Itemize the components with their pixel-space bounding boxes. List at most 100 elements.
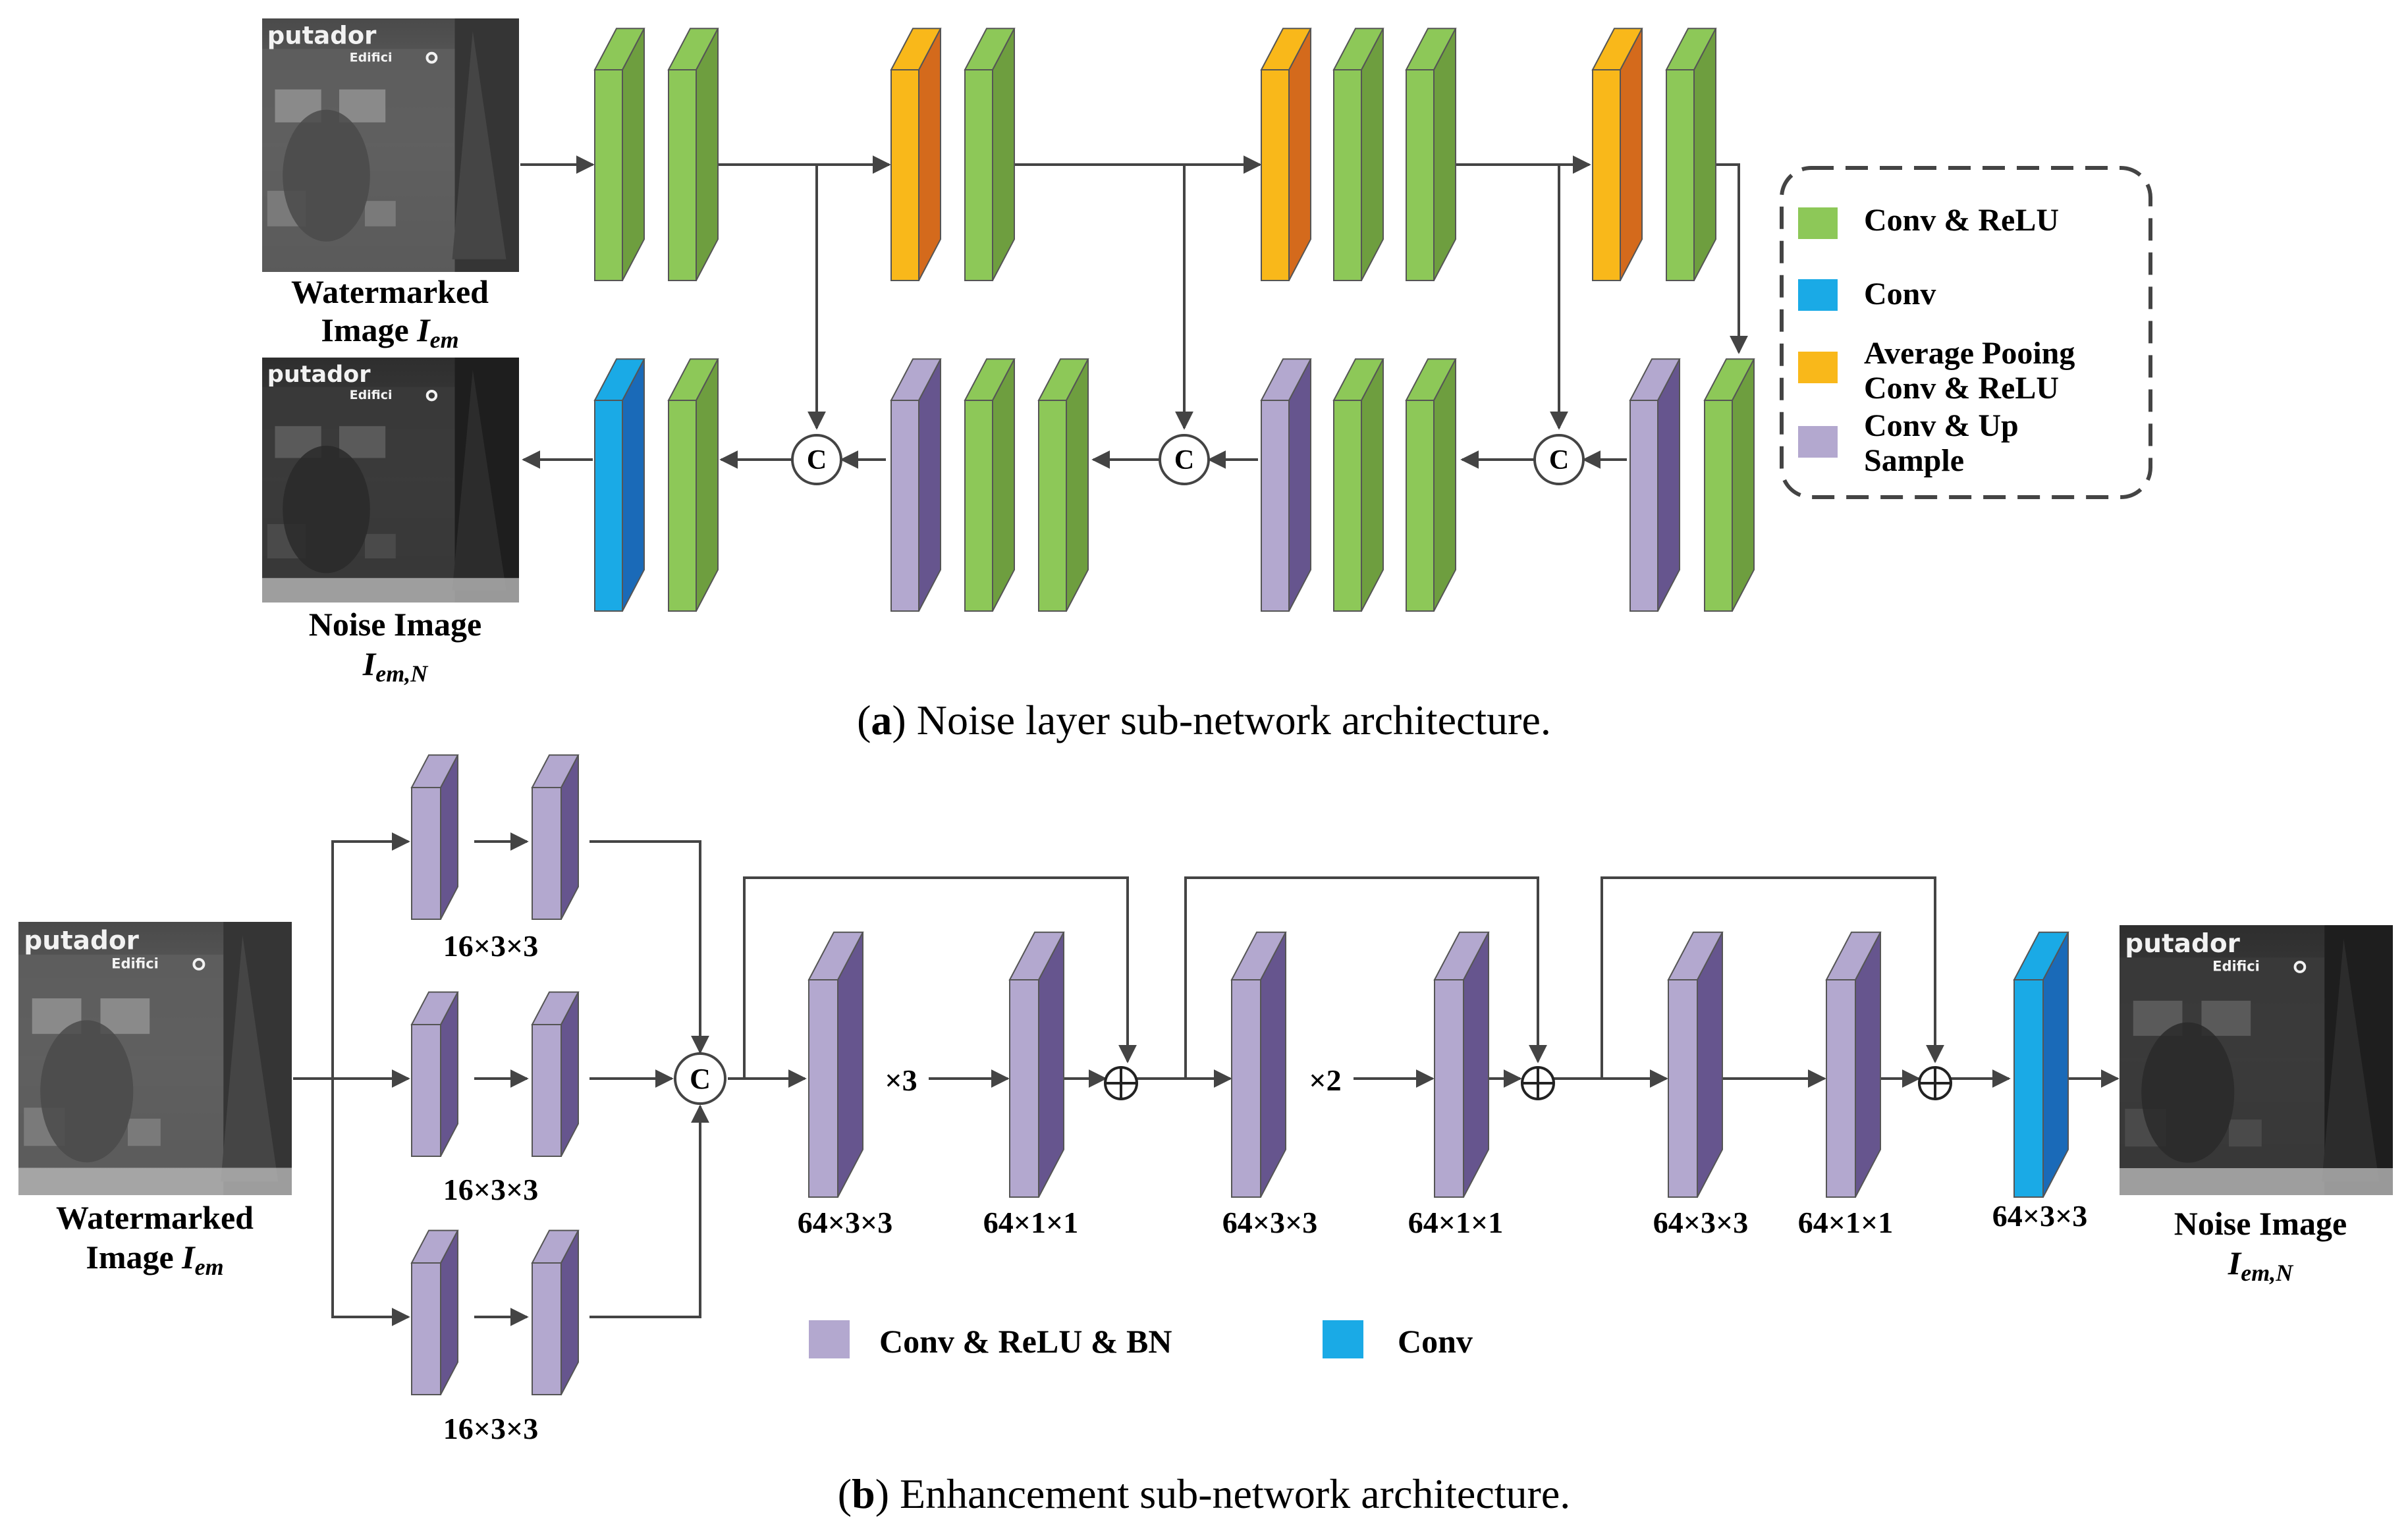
- add-node-crosses: [1105, 1067, 1951, 1099]
- conv-upsample-block: [1629, 358, 1681, 612]
- concat-label: C: [807, 445, 827, 475]
- conv-relu-block: [1332, 28, 1384, 281]
- conv-upsample-block: [1260, 358, 1312, 612]
- conv-relu-block: [1405, 358, 1457, 612]
- avgpool-conv-relu-block: [890, 28, 942, 281]
- dim-label: 64×1×1: [1798, 1206, 1893, 1239]
- concat-node: [1159, 434, 1210, 485]
- conv-relu-bn-block: [1230, 931, 1287, 1198]
- conv-relu-block: [1703, 358, 1755, 612]
- conv-block: [2013, 931, 2069, 1198]
- conv-relu-bn-block-small: [410, 754, 459, 920]
- svg-text:putador: putador: [2125, 929, 2240, 959]
- svg-text:Edifici: Edifici: [2212, 959, 2260, 975]
- legend-swatch-orange: [1798, 352, 1838, 383]
- avgpool-conv-relu-block: [1591, 28, 1643, 281]
- dimension-labels: 16×3×3 16×3×3 16×3×3 64×3×3 64×1×1 64×3×…: [443, 929, 2087, 1445]
- conv-relu-block: [1405, 28, 1457, 281]
- legend-avg-pool-2: Conv & ReLU: [1864, 371, 2059, 406]
- repeat-x3: ×3: [885, 1063, 917, 1097]
- conv-relu-block: [667, 358, 719, 612]
- conv-relu-block: [1665, 28, 1717, 281]
- conv-relu-bn-block: [1433, 931, 1490, 1198]
- legend-conv-up: Conv & Up: [1864, 408, 2019, 443]
- concat-node: [1533, 434, 1585, 485]
- dim-label: 16×3×3: [443, 1412, 538, 1445]
- concat-label: C: [1174, 445, 1194, 475]
- legend-swatch-green: [1798, 207, 1838, 239]
- conv-relu-block: [1037, 358, 1089, 612]
- noise-label: Noise Image: [2174, 1205, 2347, 1242]
- layer-blocks-a: [593, 28, 1755, 612]
- legend-a: Conv & ReLU Conv Average Pooing Conv & R…: [1780, 166, 2152, 499]
- concat-label: C: [1549, 445, 1569, 475]
- watermarked-label-2: Image Iem: [321, 311, 458, 353]
- conv-relu-bn-block-small: [531, 1229, 580, 1395]
- conv-relu-bn-block: [807, 931, 864, 1198]
- watermarked-label: Watermarked: [56, 1199, 254, 1236]
- conv-relu-bn-block-small: [410, 991, 459, 1157]
- dim-label: 16×3×3: [443, 1173, 538, 1206]
- layer-blocks-b: [410, 754, 2069, 1395]
- noise-label-2: Iem,N: [2228, 1245, 2294, 1286]
- watermarked-label: Watermarked: [291, 273, 489, 310]
- connectors-a: [520, 155, 1748, 469]
- legend-conv-up-2: Sample: [1864, 443, 1964, 478]
- concat-nodes-a: C C C: [791, 434, 1585, 485]
- conv-relu-bn-block-small: [531, 991, 580, 1157]
- conv-relu-block: [667, 28, 719, 281]
- concat-label: C: [690, 1063, 711, 1095]
- legend-swatch-blue: [1323, 1320, 1363, 1358]
- dim-label: 64×1×1: [1408, 1206, 1503, 1239]
- legend-conv: Conv: [1398, 1323, 1473, 1360]
- legend-swatch-purple: [1798, 426, 1838, 458]
- watermarked-label-2: Image Iem: [86, 1239, 223, 1280]
- conv-relu-bn-block-small: [531, 754, 580, 920]
- dim-label: 64×3×3: [1653, 1206, 1748, 1239]
- conv-relu-block: [593, 28, 645, 281]
- conv-block: [593, 358, 645, 612]
- repeat-x2: ×2: [1309, 1063, 1341, 1097]
- svg-text:Edifici: Edifici: [350, 388, 393, 402]
- legend-b: Conv & ReLU & BN Conv: [809, 1320, 1473, 1360]
- svg-text:Edifici: Edifici: [350, 50, 393, 65]
- dim-label: 64×1×1: [983, 1206, 1078, 1239]
- dim-label: 64×3×3: [798, 1206, 892, 1239]
- conv-relu-bn-block-small: [410, 1229, 459, 1395]
- concat-node: [674, 1052, 726, 1105]
- svg-text:putador: putador: [267, 362, 371, 388]
- legend-swatch-purple: [809, 1320, 850, 1358]
- legend-swatch-blue: [1798, 279, 1838, 311]
- conv-relu-block: [964, 28, 1016, 281]
- avgpool-conv-relu-block: [1260, 28, 1312, 281]
- conv-relu-block: [1332, 358, 1384, 612]
- conv-relu-bn-block: [1008, 931, 1065, 1198]
- caption-a: (a) Noise layer sub-network architecture…: [857, 697, 1551, 743]
- conv-relu-bn-block: [1667, 931, 1724, 1198]
- svg-text:putador: putador: [267, 22, 377, 50]
- conv-relu-block: [964, 358, 1016, 612]
- svg-text:putador: putador: [24, 926, 139, 956]
- legend-conv: Conv: [1864, 277, 1936, 311]
- concat-node: [791, 434, 842, 485]
- noise-label: Noise Image: [309, 606, 481, 643]
- noise-label-2: Iem,N: [362, 645, 429, 687]
- legend-conv-relu: Conv & ReLU: [1864, 203, 2059, 238]
- legend-conv-relu-bn: Conv & ReLU & BN: [879, 1323, 1172, 1360]
- caption-b: (b) Enhancement sub-network architecture…: [838, 1470, 1570, 1517]
- conv-relu-bn-block: [1825, 931, 1882, 1198]
- legend-box: [1780, 166, 2152, 499]
- dim-label: 64×3×3: [1992, 1199, 2087, 1233]
- dim-label: 16×3×3: [443, 929, 538, 963]
- conv-upsample-block: [890, 358, 942, 612]
- dim-label: 64×3×3: [1222, 1206, 1317, 1239]
- svg-text:Edifici: Edifici: [111, 956, 159, 972]
